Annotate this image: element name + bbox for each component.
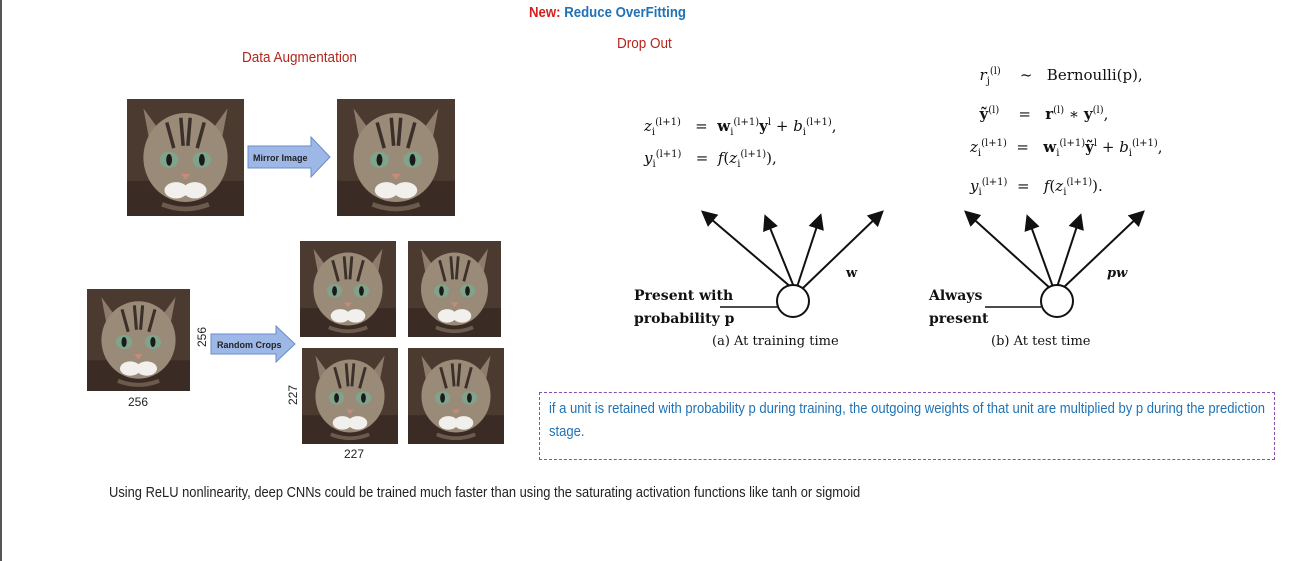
dim-227-side: 227 <box>286 384 301 406</box>
mirrored-cat-image <box>337 99 455 216</box>
test-time-diagram: pw Always present (b) At test time <box>928 210 1145 349</box>
always-label: Always <box>928 288 982 304</box>
weight-label-pw: pw <box>1107 266 1128 281</box>
crop-cat-image-4 <box>408 348 504 444</box>
mirror-image-label: Mirror Image <box>253 153 308 163</box>
dropout-heading: Drop Out <box>617 35 672 52</box>
dim-227-bottom: 227 <box>344 447 365 461</box>
present-with-label: Present with <box>634 288 733 304</box>
dim-256-bottom: 256 <box>128 395 149 409</box>
crop-cat-image-2 <box>408 241 501 337</box>
slide-title: New: Reduce OverFitting <box>73 4 1142 21</box>
standard-equations: zi(l+1) = wi(l+1)yl + bi(l+1), yi(l+1) =… <box>644 117 837 170</box>
weight-label-w: w <box>845 266 858 281</box>
training-time-caption: (a) At training time <box>712 334 839 349</box>
relu-footer-text: Using ReLU nonlinearity, deep CNNs could… <box>109 484 861 501</box>
mirror-image-arrow: Mirror Image <box>247 136 331 178</box>
test-time-caption: (b) At test time <box>991 334 1091 349</box>
title-main: Reduce OverFitting <box>564 4 686 21</box>
dropout-note-box: if a unit is retained with probability p… <box>539 392 1275 460</box>
original-cat-image <box>127 99 244 216</box>
random-crops-arrow: Random Crops <box>210 325 296 363</box>
dim-256-side: 256 <box>195 326 210 348</box>
training-time-diagram: w Present with probability p (a) At trai… <box>634 210 884 349</box>
title-prefix: New: <box>529 4 561 21</box>
present-label: present <box>929 311 989 327</box>
random-crops-label: Random Crops <box>217 340 282 350</box>
dropout-note-text: if a unit is retained with probability p… <box>549 401 1266 440</box>
probability-p-label: probability p <box>634 311 735 327</box>
data-augmentation-heading: Data Augmentation <box>242 49 357 66</box>
crop-source-cat-image <box>87 289 190 391</box>
crop-cat-image-1 <box>300 241 396 337</box>
dropout-equations: rj(l) ~ Bernoulli(p), ỹ(l) = r(l) ∗ y(l)… <box>970 66 1163 198</box>
crop-cat-image-3 <box>302 348 398 444</box>
bernoulli-text: Bernoulli(p), <box>1046 66 1143 84</box>
slide-left-border <box>0 0 2 561</box>
